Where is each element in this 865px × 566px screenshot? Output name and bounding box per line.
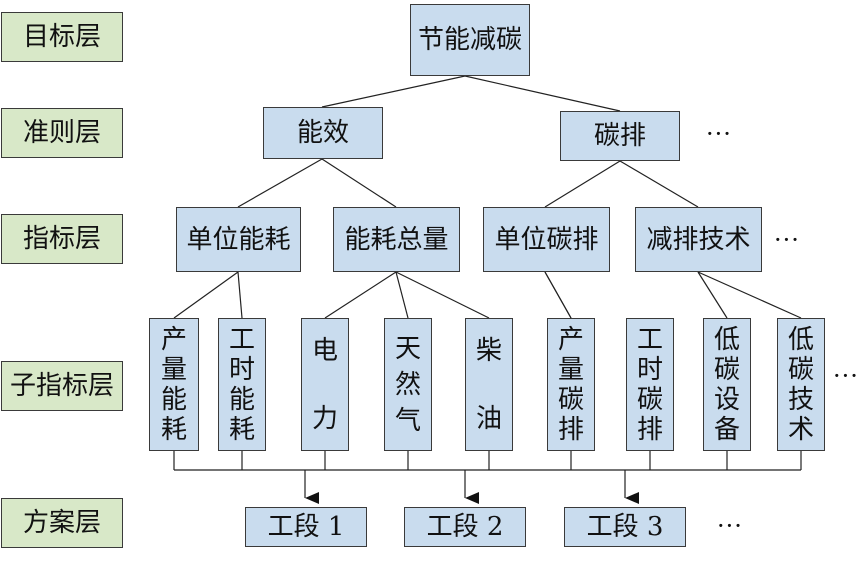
edge-indicator-2-sub-4: [395, 271, 409, 319]
sub-indicator-node-1: 产量 能耗: [149, 318, 199, 451]
level-label-indicator: 指标层: [1, 214, 123, 264]
sub-indicator-node-2: 工时 能耗: [218, 318, 266, 451]
criteria-node-carbon: 碳排: [560, 111, 680, 161]
sub-indicator-node-4: 天然 气: [384, 318, 432, 451]
sub-indicator-node-3: 电力: [301, 318, 349, 451]
goal-node: 节能减碳: [410, 4, 530, 76]
sub-indicator-node-5: 柴油: [465, 318, 513, 451]
criteria-node-efficiency: 能效: [263, 107, 383, 159]
edge-goal-criteria-1: [321, 75, 466, 108]
edge-criteria-2-indicator-4: [619, 160, 699, 208]
edge-indicator-1-sub-2: [237, 271, 243, 319]
indicator-node-4: 减排技术: [635, 207, 762, 272]
level-label-plan: 方案层: [1, 498, 123, 548]
edge-indicator-2-sub-3: [324, 271, 397, 319]
edge-criteria-2-indicator-3: [544, 160, 621, 208]
edge-indicator-4-sub-9: [697, 271, 802, 319]
edge-indicator-4-sub-8: [697, 271, 728, 319]
level-label-sub-indicator: 子指标层: [1, 361, 123, 411]
level-label-goal: 目标层: [1, 12, 123, 62]
sub-indicator-node-9: 低碳 技术: [777, 318, 825, 451]
criteria-ellipsis: ···: [706, 120, 732, 148]
plan-node-3: 工段 3: [564, 507, 686, 547]
sub-indicator-node-8: 低碳 设备: [703, 318, 751, 451]
plan-ellipsis: ···: [717, 512, 743, 540]
edge-indicator-2-sub-5: [395, 271, 490, 319]
edge-goal-criteria-2: [464, 75, 621, 112]
indicator-node-2: 能耗总量: [333, 207, 460, 272]
indicator-node-3: 单位碳排: [483, 207, 610, 272]
indicator-node-1: 单位能耗: [176, 207, 301, 272]
plan-node-1: 工段 1: [245, 507, 367, 547]
sub-indicator-ellipsis: ···: [833, 362, 859, 390]
sub-indicator-node-7: 工时 碳排: [626, 318, 674, 451]
plan-node-2: 工段 2: [404, 507, 526, 547]
sub-indicator-node-6: 产量 碳排: [547, 318, 595, 451]
edge-indicator-1-sub-1: [173, 271, 239, 319]
edge-criteria-1-indicator-1: [237, 158, 323, 208]
indicator-ellipsis: ···: [774, 226, 800, 254]
level-label-criteria: 准则层: [1, 108, 123, 158]
edge-indicator-3-sub-7: [544, 271, 572, 319]
edge-criteria-1-indicator-2: [321, 158, 397, 208]
